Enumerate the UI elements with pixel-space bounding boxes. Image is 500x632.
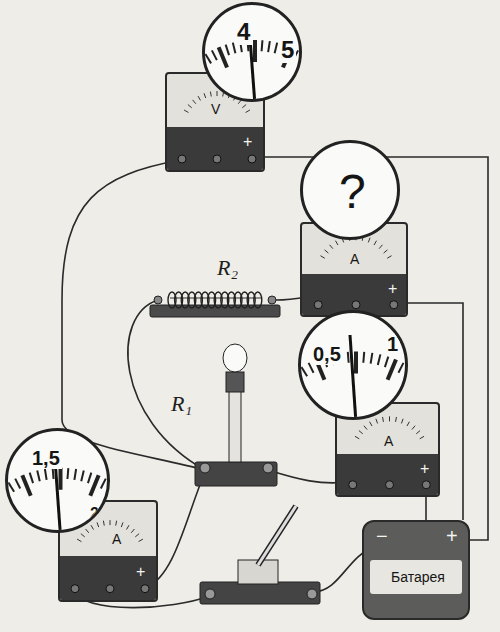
instrument-marking: +	[420, 461, 429, 477]
instrument-marking: +	[243, 134, 252, 150]
dial-ticks	[301, 313, 408, 420]
dial-reading: 1,5	[30, 447, 62, 469]
instrument-marking: +	[136, 564, 145, 580]
dial-reading: 0,5	[311, 343, 343, 365]
wire	[128, 300, 205, 470]
component-label: R₁	[168, 392, 195, 416]
lamp-symbol	[195, 344, 277, 486]
ammeter-magnifier: 0,51	[298, 310, 408, 420]
component-label: R₂	[214, 256, 241, 280]
voltmeter-magnifier: 45	[202, 2, 302, 102]
dial-reading: 4	[235, 19, 252, 45]
dial-reading: 2	[88, 505, 101, 523]
battery-marking: Батарея	[391, 570, 445, 584]
instrument-marking: V	[211, 102, 220, 116]
ammeter-magnifier: 1,52	[5, 428, 110, 533]
instrument-marking: A	[112, 532, 121, 546]
dial-reading: ?	[337, 167, 368, 217]
battery-marking: −	[376, 526, 388, 546]
battery-marking: +	[446, 526, 458, 546]
instrument-marking: A	[350, 252, 359, 266]
battery: − + Батарея	[362, 520, 470, 620]
unknown-reading-magnifier: ?	[300, 140, 400, 240]
dial-reading: 5	[279, 37, 296, 63]
switch-symbol	[200, 506, 320, 604]
instrument-marking: A	[384, 434, 393, 448]
instrument-marking: +	[388, 281, 397, 297]
wire	[426, 497, 427, 520]
dial-reading: 1	[385, 333, 400, 355]
resistor-symbol	[150, 292, 280, 317]
